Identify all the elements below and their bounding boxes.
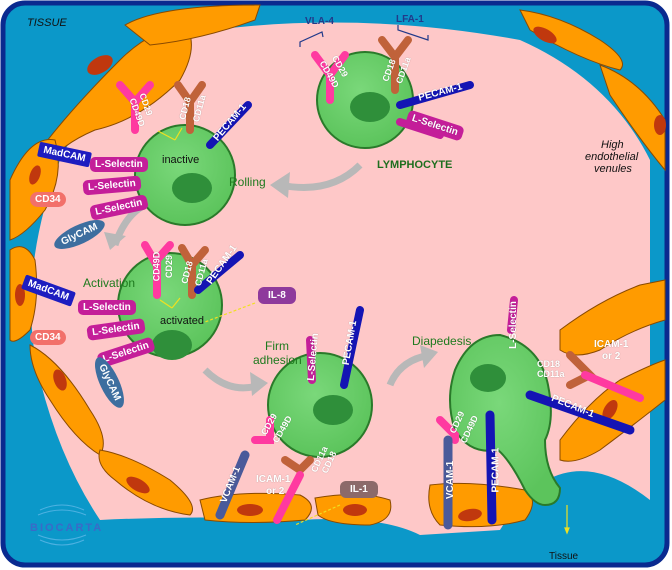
cd18-label-diapedesis: CD18: [537, 359, 561, 369]
icam-label-diapedesis-line2: or 2: [602, 351, 621, 362]
hev-label-line2: endothelial: [585, 151, 639, 163]
state-activated: activated: [160, 315, 205, 327]
lymphocyte-nuclei: [152, 92, 506, 425]
stage-firm-line1: Firm: [265, 339, 289, 353]
pecam-label-diapedesis-v: PECAM-1: [490, 447, 502, 493]
lfa1-label: LFA-1: [396, 14, 424, 25]
icam-label-diapedesis-line1: ICAM-1: [594, 339, 629, 350]
vla4-label: VLA-4: [305, 16, 334, 27]
stage-diapedesis: Diapedesis: [412, 334, 472, 348]
biocarta-logo: BioCarta: [30, 522, 104, 534]
integrin-brackets: [299, 25, 429, 47]
state-inactive: inactive: [162, 154, 200, 166]
stage-activation: Activation: [83, 276, 136, 290]
stage-rolling: Rolling: [229, 175, 266, 189]
adhesion-rods: [194, 81, 644, 530]
stage-lymphocyte: LYMPHOCYTE: [377, 159, 453, 171]
cd49d-label-activated: CD49D: [151, 251, 162, 282]
cd34-rolling: CD34: [30, 192, 66, 207]
icam-label-firm-line2: or 2: [266, 486, 285, 497]
lselectin-label-diapedesis: L-Selectin: [507, 301, 519, 349]
logo-mark: [37, 504, 87, 546]
cd11a-label-diapedesis: CD11a: [537, 369, 565, 379]
endothelial-nuclei: [15, 26, 666, 522]
lselectin-rolling-1: L-Selectin: [90, 157, 148, 172]
lselectin-activated-1: L-Selectin: [78, 300, 136, 315]
tissue-exit-label: Tissue: [549, 551, 579, 562]
cd34-activated: CD34: [30, 330, 66, 345]
il1-cytokine: IL-1: [340, 481, 378, 498]
signal-arrows: [157, 127, 570, 535]
hev-label-line3: venules: [594, 163, 632, 175]
il8-chemokine: IL-8: [258, 287, 296, 304]
cd29-label-activated: CD29: [164, 254, 175, 279]
hev-label-line1: High: [601, 139, 624, 151]
stage-firm-line2: adhesion: [253, 353, 302, 367]
tissue-label: TISSUE: [27, 17, 67, 29]
icam-label-firm-line1: ICAM-1: [256, 474, 291, 485]
arrow-heads: [104, 172, 438, 396]
vcam-label-diapedesis: VCAM-1: [445, 460, 457, 500]
